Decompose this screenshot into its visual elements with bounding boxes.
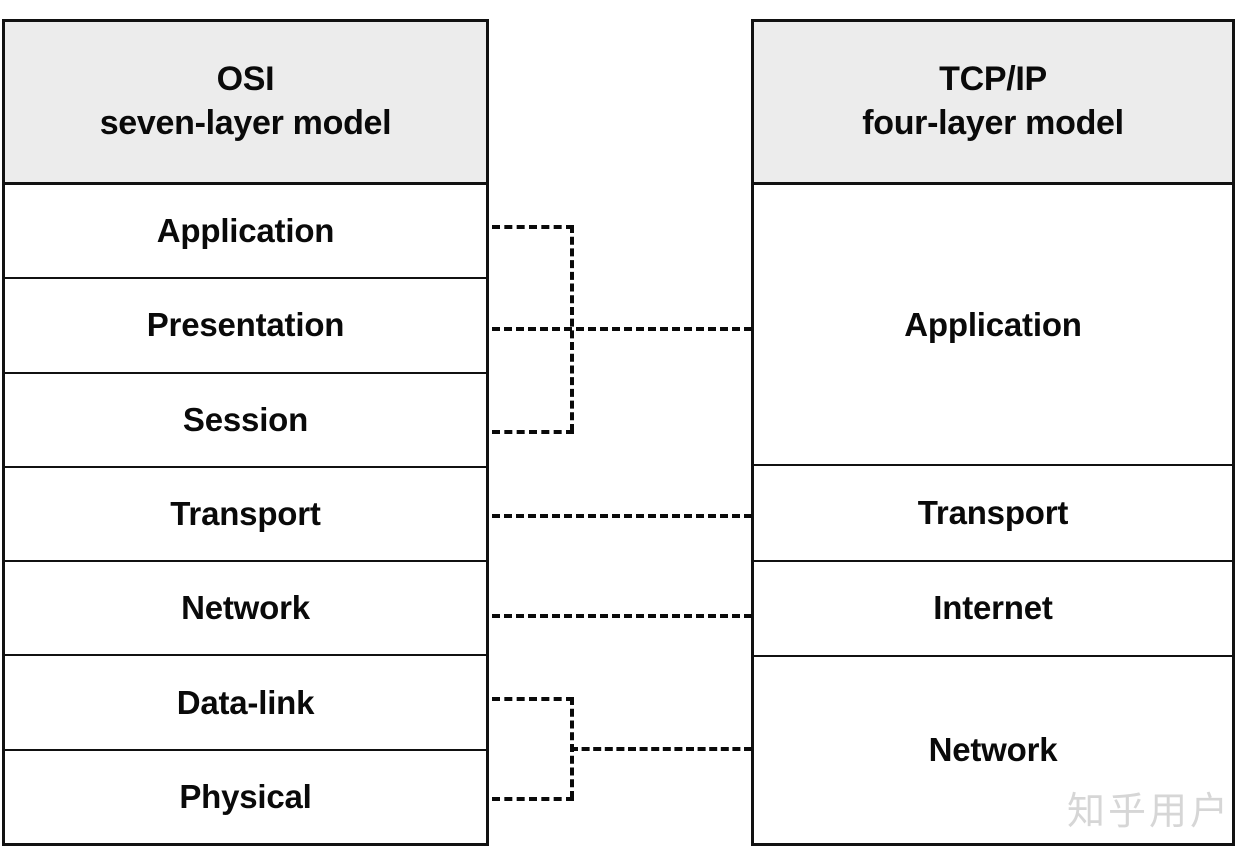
connector-stub-physical	[492, 797, 574, 801]
connector-main-application	[492, 327, 752, 331]
osi-layer-presentation[interactable]: Presentation	[5, 279, 486, 374]
connector-network-internet	[492, 614, 752, 618]
osi-title-line2: seven-layer model	[99, 104, 392, 142]
osi-layer-transport[interactable]: Transport	[5, 467, 486, 563]
tcpip-layer-network[interactable]: Network	[754, 656, 1232, 843]
osi-table-header: OSI seven-layer model	[5, 22, 486, 185]
tcpip-layer-transport[interactable]: Transport	[754, 466, 1232, 562]
osi-layer-label: Data-link	[176, 683, 315, 721]
tcpip-layer-label: Transport	[917, 493, 1069, 531]
tcpip-model-table: TCP/IP four-layer model Application Tran…	[751, 19, 1235, 846]
osi-title-line1: OSI	[216, 60, 275, 99]
osi-model-table: OSI seven-layer model Application Presen…	[2, 19, 489, 846]
tcpip-layer-application[interactable]: Application	[754, 185, 1232, 467]
osi-layer-network[interactable]: Network	[5, 562, 486, 657]
osi-layer-label: Application	[156, 212, 335, 250]
osi-title: OSI seven-layer model	[100, 58, 392, 145]
connector-stub-application	[492, 225, 574, 229]
osi-layer-label: Transport	[170, 494, 321, 532]
osi-layer-label: Physical	[179, 777, 312, 815]
osi-layer-physical[interactable]: Physical	[5, 750, 486, 843]
osi-layer-application[interactable]: Application	[5, 185, 486, 280]
tcpip-layer-label: Network	[928, 730, 1058, 768]
tcpip-title: TCP/IP four-layer model	[862, 58, 1124, 145]
tcpip-table-header: TCP/IP four-layer model	[754, 22, 1232, 185]
connector-stub-data-link	[492, 697, 574, 701]
tcpip-title-line2: four-layer model	[862, 104, 1124, 142]
connector-stub-session	[492, 430, 574, 434]
osi-layer-data-link[interactable]: Data-link	[5, 656, 486, 751]
connector-main-network	[570, 747, 752, 751]
tcpip-layer-internet[interactable]: Internet	[754, 561, 1232, 657]
osi-layer-label: Network	[181, 589, 310, 627]
watermark-text: 知乎用户	[1066, 789, 1231, 833]
tcpip-layer-label: Application	[904, 305, 1082, 343]
tcpip-layer-label: Internet	[933, 589, 1053, 627]
tcpip-title-line1: TCP/IP	[939, 60, 1047, 99]
osi-layer-label: Session	[182, 400, 309, 438]
osi-layer-label: Presentation	[146, 306, 345, 344]
osi-layer-session[interactable]: Session	[5, 373, 486, 468]
connector-transport	[492, 514, 752, 518]
